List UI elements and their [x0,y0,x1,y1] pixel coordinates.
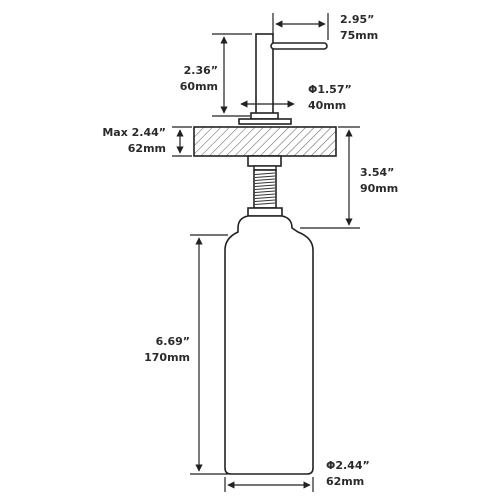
counter-thickness-inch: Max 2.44” [102,126,166,139]
bottle-diameter-inch: Φ2.44” [326,459,370,472]
flange [238,118,292,125]
dim-spout-reach [272,13,329,40]
head-height-label: 2.36” 60mm [158,63,218,95]
head-height-inch: 2.36” [183,64,218,77]
counter-thickness-label: Max 2.44” 62mm [88,125,166,157]
bottle [224,215,314,475]
dim-bottle-diameter [224,477,314,492]
dim-bottle-height [190,234,228,475]
dim-counter-thickness [172,126,192,157]
shank-length-mm: 90mm [360,182,399,195]
spout-reach-label: 2.95” 75mm [340,12,378,44]
dim-head-height [212,33,252,117]
head-diameter-inch: Φ1.57” [308,83,352,96]
spout-reach-inch: 2.95” [340,13,375,26]
shank-length-inch: 3.54” [360,166,395,179]
pump-head [238,33,328,125]
bottle-diameter-mm: 62mm [326,475,365,488]
head-height-mm: 60mm [179,80,218,93]
bottle-height-mm: 170mm [144,351,190,364]
spout [270,42,328,50]
threaded-shank [253,169,277,209]
head-diameter-label: Φ1.57” 40mm [308,82,352,114]
spout-reach-mm: 75mm [340,29,379,42]
bottle-cap [247,207,283,217]
head-diameter-mm: 40mm [308,99,347,112]
countertop [193,126,337,157]
bottle-height-inch: 6.69” [155,335,190,348]
head-collar [250,112,279,120]
counter-thickness-mm: 62mm [127,142,166,155]
bottle-height-label: 6.69” 170mm [128,334,190,366]
shank-length-label: 3.54” 90mm [360,165,398,197]
bottle-diameter-label: Φ2.44” 62mm [326,458,370,490]
mounting-nut [247,155,282,167]
dim-shank-length [300,126,360,229]
